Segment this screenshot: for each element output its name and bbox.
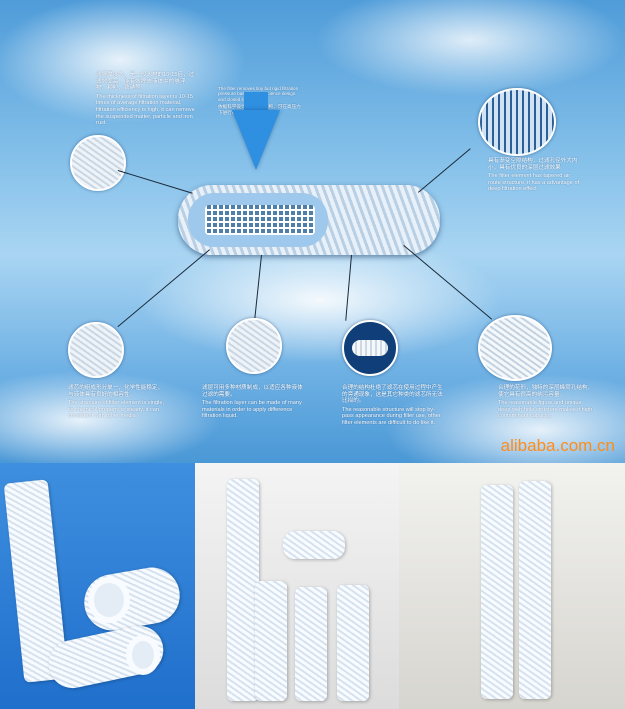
cartridge-tall (481, 485, 513, 699)
en-text: The thickness of filtration layer is 10-… (96, 93, 195, 127)
en-text: The filter element has tapered air route… (488, 173, 580, 193)
zh-text: 滤层厚度大，是一般滤材的10-15倍，过滤效率高，能有效除去液体中的悬浮物、颗粒… (96, 72, 195, 92)
text-tapered-structure: 具有渐变空隙结构，过滤孔径外大内小，具有优良的深层过滤效果 The filter… (488, 158, 580, 193)
leader-line (253, 254, 262, 327)
zh-text: 滤芯的组成形分单一，化学性能稳定，与液体具有良好的相容性。 (68, 385, 164, 398)
leader-line (403, 245, 493, 320)
detail-circle-short-cartridge (342, 320, 398, 376)
cartridge-tall (227, 479, 259, 701)
cartridge-medium (255, 581, 287, 701)
zh-text: 滤层可用多种材质制成，以适应各种液体过滤的需要。 (202, 385, 303, 398)
cartridge-hole (126, 635, 160, 675)
leader-line (117, 249, 210, 328)
zh-text: 具有渐变空隙结构，过滤孔径外大内小，具有优良的深层过滤效果 (488, 158, 578, 171)
product-poster: 滤层厚度大，是一般滤材的10-15倍，过滤效率高，能有效除去液体中的悬浮物、颗粒… (0, 0, 625, 463)
leader-line (117, 170, 193, 194)
cartridge-tall (519, 481, 551, 699)
en-text: The reasonable figure and unique deep we… (498, 400, 593, 420)
en-text: The filtration layer can be made of many… (202, 400, 302, 420)
detail-circle-wound-left (70, 135, 126, 191)
product-photo-white (399, 463, 625, 709)
alibaba-watermark: alibaba.com.cn (500, 436, 615, 455)
text-by-pass: 合理的结构杜绝了滤芯在使用过程中产生的旁通现象，这是其它种类的滤芯所无法比拟的。… (342, 385, 446, 427)
cartridge-short (283, 531, 345, 559)
en-text: The reasonable structure will stop by-pa… (342, 406, 441, 426)
product-photo-blue (0, 463, 195, 709)
zh-text: 合理的花形，独特的深层蜂窝孔结构，使它具有很高的纳污容量。 (498, 385, 594, 398)
arrow-stem (244, 92, 268, 114)
text-filtration-thickness: 滤层厚度大，是一般滤材的10-15倍，过滤效率高，能有效除去液体中的悬浮物、颗粒… (96, 72, 196, 127)
detail-circle-materials (226, 318, 282, 374)
detail-circle-single-structure (68, 322, 124, 378)
en-text: The structure of filter element is singl… (68, 400, 165, 420)
text-chemical-property: 滤芯的组成形分单一，化学性能稳定，与液体具有良好的相容性。 The struct… (68, 385, 168, 420)
leader-line (418, 148, 471, 193)
cartridge-core-mesh (205, 205, 315, 235)
text-materials: 滤层可用多种材质制成，以适应各种液体过滤的需要。 The filtration … (202, 385, 304, 420)
detail-circle-pores (478, 88, 556, 156)
zh-text: 合理的结构杜绝了滤芯在使用过程中产生的旁通现象，这是其它种类的滤芯所无法比拟的。 (342, 385, 443, 405)
product-photo-grey (195, 463, 399, 709)
text-contaminant-capacity: 合理的花形，独特的深层蜂窝孔结构，使它具有很高的纳污容量。 The reason… (498, 385, 594, 420)
leader-line (345, 254, 352, 321)
detail-circle-honeycomb (478, 315, 552, 381)
cartridge-hole (88, 577, 130, 623)
down-arrow-icon (232, 110, 280, 170)
cartridge-medium (295, 587, 327, 701)
cartridge-medium (337, 585, 369, 701)
